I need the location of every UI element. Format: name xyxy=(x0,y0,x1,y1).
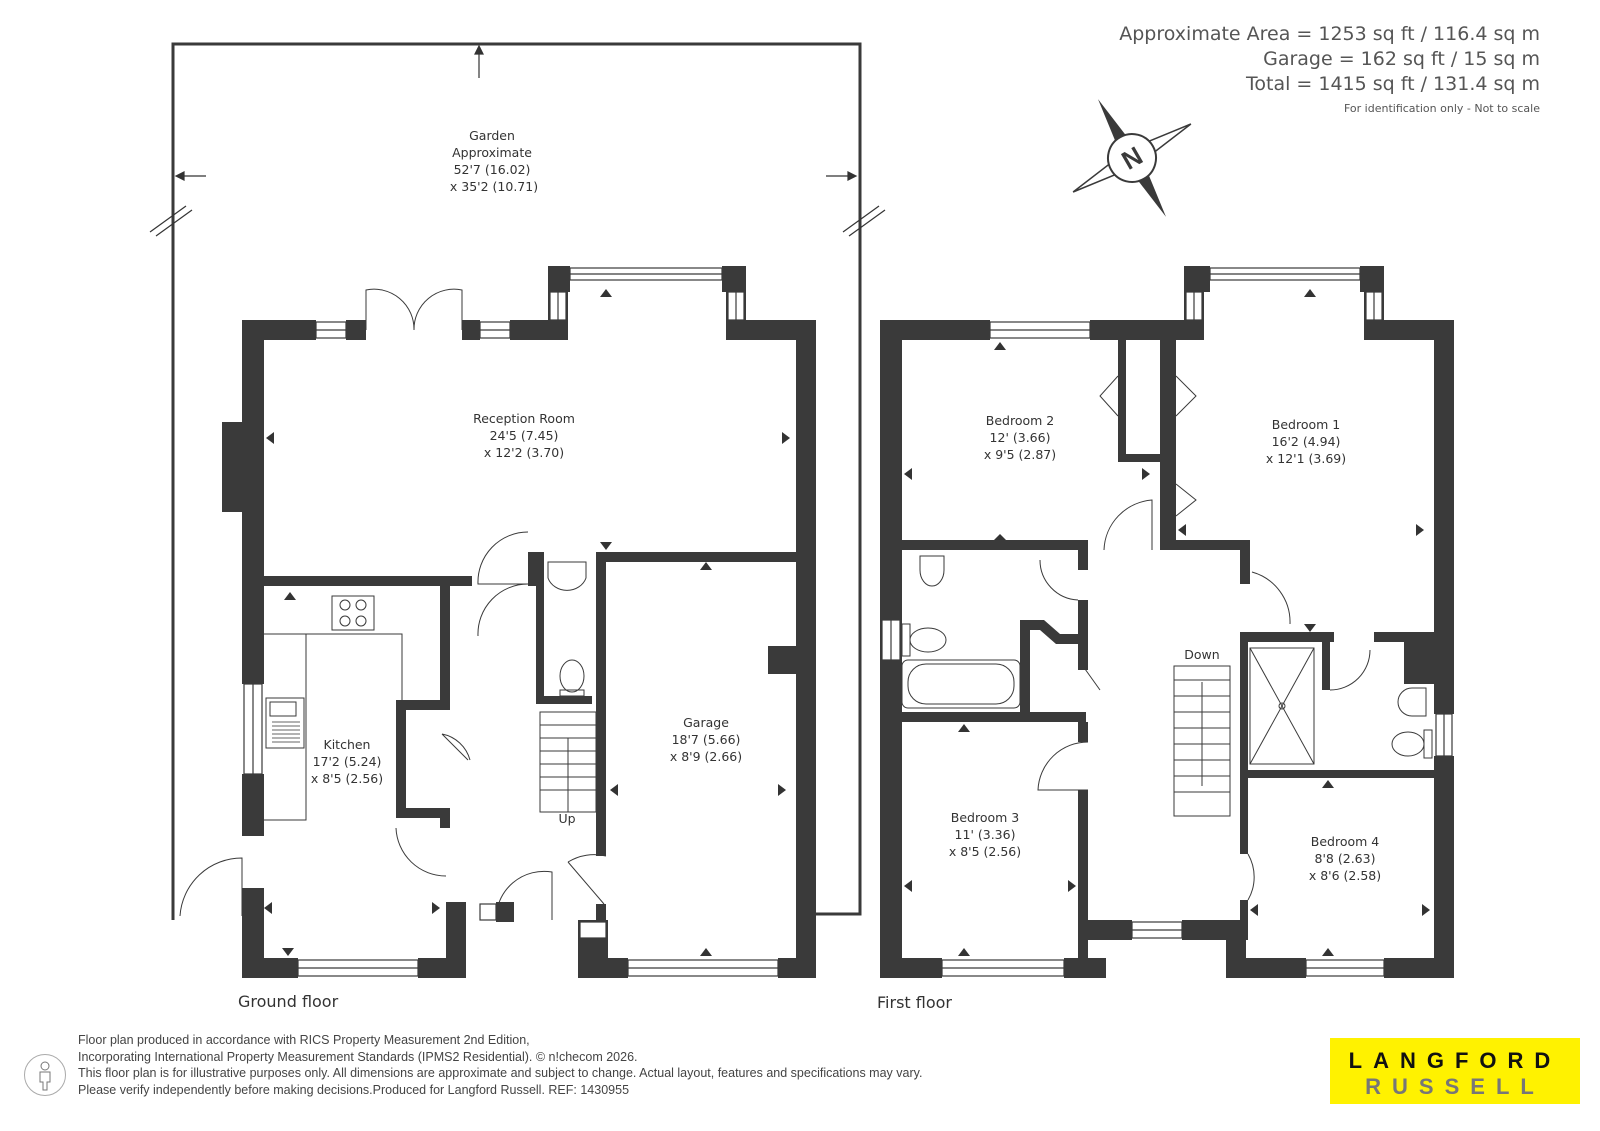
ground-floor-walls xyxy=(222,266,816,978)
ground-floor-label: Ground floor xyxy=(238,992,339,1011)
scale-note: For identification only - Not to scale xyxy=(1344,102,1540,115)
area-summary: Approximate Area = 1253 sq ft / 116.4 sq… xyxy=(1119,22,1540,115)
ground-floor-fixtures xyxy=(179,288,607,921)
footer-line-3: This floor plan is for illustrative purp… xyxy=(78,1066,923,1080)
dimension-arrow-marks xyxy=(264,289,1430,956)
first-floor-fixtures xyxy=(901,375,1433,901)
logo-line-2: RUSSELL xyxy=(1365,1074,1545,1099)
approximate-area: Approximate Area = 1253 sq ft / 116.4 sq… xyxy=(1119,23,1540,45)
garden-label: Garden Approximate 52'7 (16.02) x 35'2 (… xyxy=(450,128,538,194)
garage-area: Garage = 162 sq ft / 15 sq m xyxy=(1263,48,1540,70)
stairs-down-label: Down xyxy=(1184,647,1219,662)
total-area: Total = 1415 sq ft / 131.4 sq m xyxy=(1246,73,1540,95)
footer-disclaimer: Floor plan produced in accordance with R… xyxy=(78,1032,922,1098)
ground-floor-windows xyxy=(243,267,779,977)
garden-boundary xyxy=(171,42,862,920)
person-scale-icon xyxy=(24,1054,66,1096)
stairs-up-label: Up xyxy=(558,811,575,826)
logo-line-1: LANGFORD xyxy=(1348,1048,1562,1073)
first-floor-windows xyxy=(881,267,1453,977)
footer-line-4: Please verify independently before makin… xyxy=(78,1082,630,1097)
first-floor-walls xyxy=(880,266,1454,978)
first-floor-label: First floor xyxy=(877,993,952,1012)
footer-line-2: Incorporating International Property Mea… xyxy=(78,1049,638,1064)
footer-line-1: Floor plan produced in accordance with R… xyxy=(78,1033,530,1047)
langford-russell-logo: LANGFORD RUSSELL xyxy=(1330,1038,1580,1104)
north-compass-icon: N xyxy=(1072,99,1192,217)
garden-dimension-arrows xyxy=(149,44,886,237)
